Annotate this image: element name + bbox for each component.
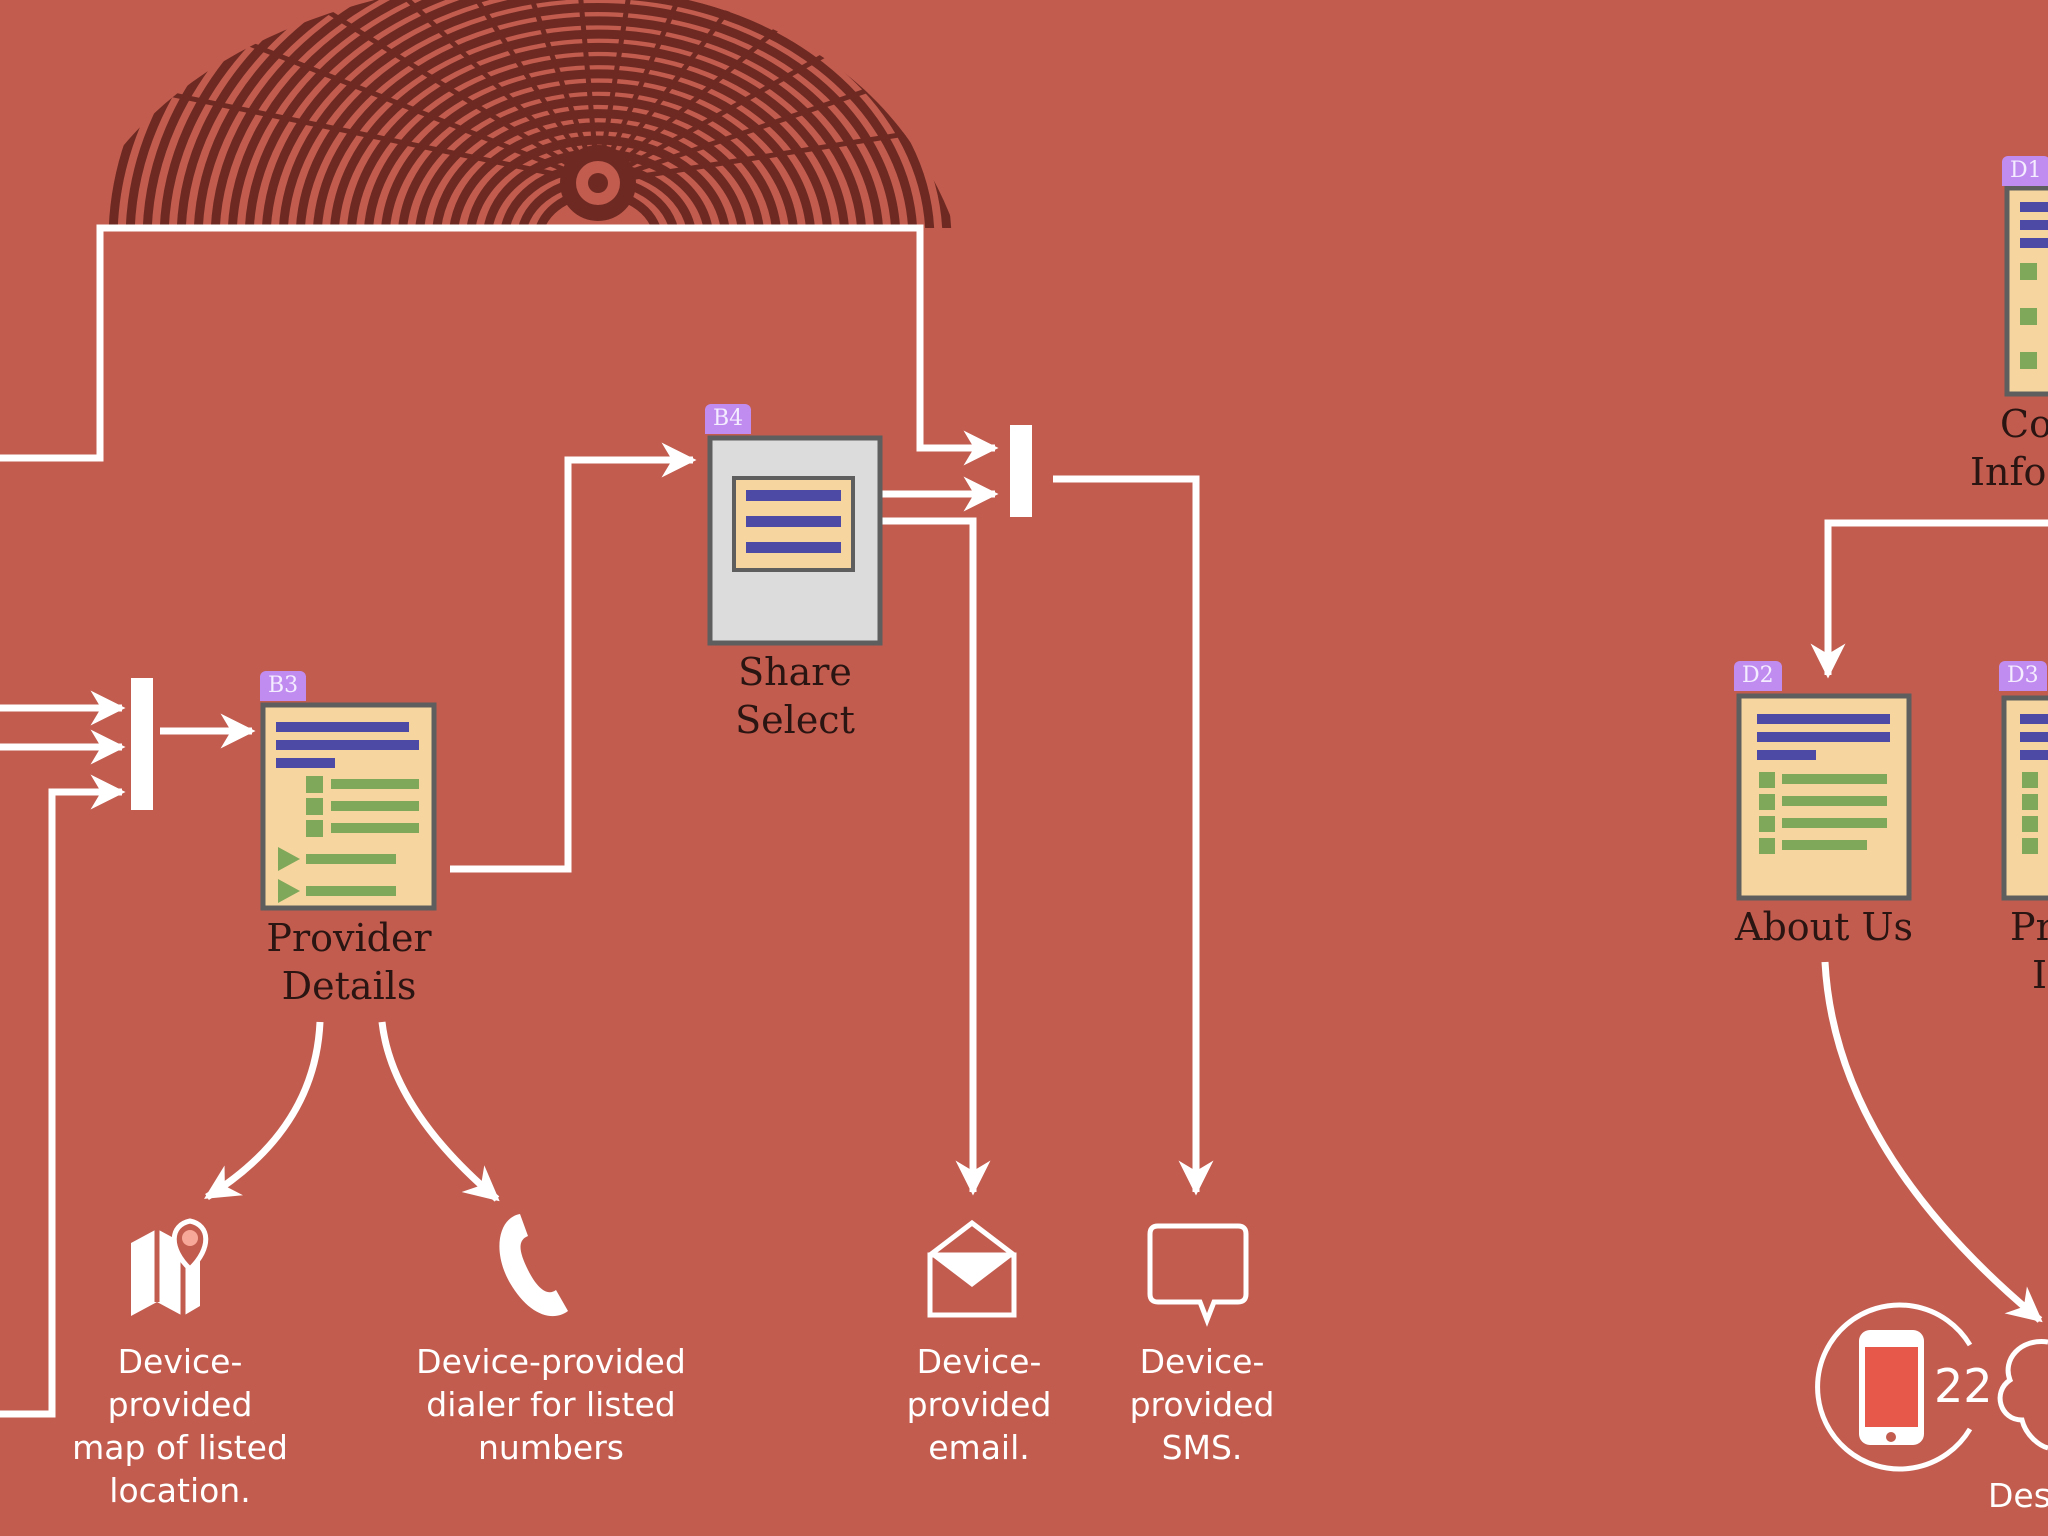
connector-bar-to-sms (1053, 475, 1214, 1196)
connector-details-to-map (204, 1021, 324, 1200)
engraving-ray (450, 0, 601, 184)
engraving-ray (351, 0, 601, 185)
connector-top-loop (0, 224, 999, 466)
engraving-line (397, 82, 799, 229)
node-label-provider-details: Provider Details (266, 916, 432, 1008)
phone-device-icon (1859, 1330, 1924, 1445)
node-label-share-select: Share Select (735, 650, 855, 742)
engraving-line (329, 29, 867, 229)
screen-card-about-us[interactable] (1736, 693, 1912, 901)
connector-contact-to-about (1810, 519, 2048, 679)
engraving-ray (556, 0, 601, 184)
device-badge (1815, 1302, 2048, 1472)
node-tag-d3: D3 (1999, 661, 2047, 691)
junction-bar-left (131, 678, 153, 810)
engraving-line (414, 95, 782, 229)
connector-share-to-email (845, 517, 991, 1196)
engraving-ray (93, 76, 599, 186)
screen-card-provider-details[interactable] (260, 702, 437, 911)
engraving-line (312, 16, 884, 229)
speech-bubble-icon (1147, 1223, 1249, 1327)
caption-sms: Device- provided SMS. (1129, 1342, 1275, 1467)
screen-card-share-select[interactable] (707, 435, 883, 646)
badge-caption: Des (1988, 1476, 2048, 1515)
caption-map: Device- provided map of listed location. (72, 1342, 288, 1510)
node-tag-b3: B3 (260, 671, 307, 701)
engraving-line (448, 122, 748, 229)
engraving-ray (597, 16, 955, 186)
connector-about-to-badge (1821, 961, 2043, 1323)
connector-details-to-share (450, 442, 697, 873)
node-label-d3: Pr I (2010, 905, 2048, 997)
engraving-ray (596, 0, 955, 186)
caption-email: Device- provided email. (906, 1342, 1052, 1467)
node-label-about-us: About Us (1735, 905, 1913, 949)
engraving-line (159, 0, 955, 229)
engraving-line (465, 135, 731, 229)
engraving-line (431, 109, 765, 229)
connector-input-3 (0, 774, 126, 1418)
junction-bar-share (1010, 425, 1032, 517)
caption-dialer: Device-provided dialer for listed number… (416, 1342, 686, 1467)
engraving-ray (187, 0, 600, 186)
engraving-line (363, 56, 833, 229)
node-label-contact-info: Co Info (1970, 402, 2048, 494)
screen-card-contact-info[interactable] (2004, 185, 2048, 397)
engraving-line (380, 69, 816, 229)
phone-icon (499, 1214, 568, 1317)
node-tag-d1: D1 (2002, 156, 2048, 186)
screen-card-d3[interactable] (2001, 695, 2048, 901)
connector-details-to-dialer (378, 1021, 500, 1202)
map-pin-icon (131, 1218, 209, 1316)
engraving-ray (595, 0, 774, 185)
badge-count: 22 (1934, 1359, 1993, 1413)
engraving-line (176, 0, 955, 229)
engraving-ray (262, 0, 600, 185)
envelope-icon (927, 1219, 1017, 1318)
engraving-line (261, 0, 935, 229)
cloud-icon (1997, 1339, 2048, 1451)
engraving-ray (595, 0, 669, 184)
node-tag-d2: D2 (1734, 661, 1782, 691)
engraving-ray (597, 99, 955, 186)
node-tag-b4: B4 (705, 404, 752, 434)
